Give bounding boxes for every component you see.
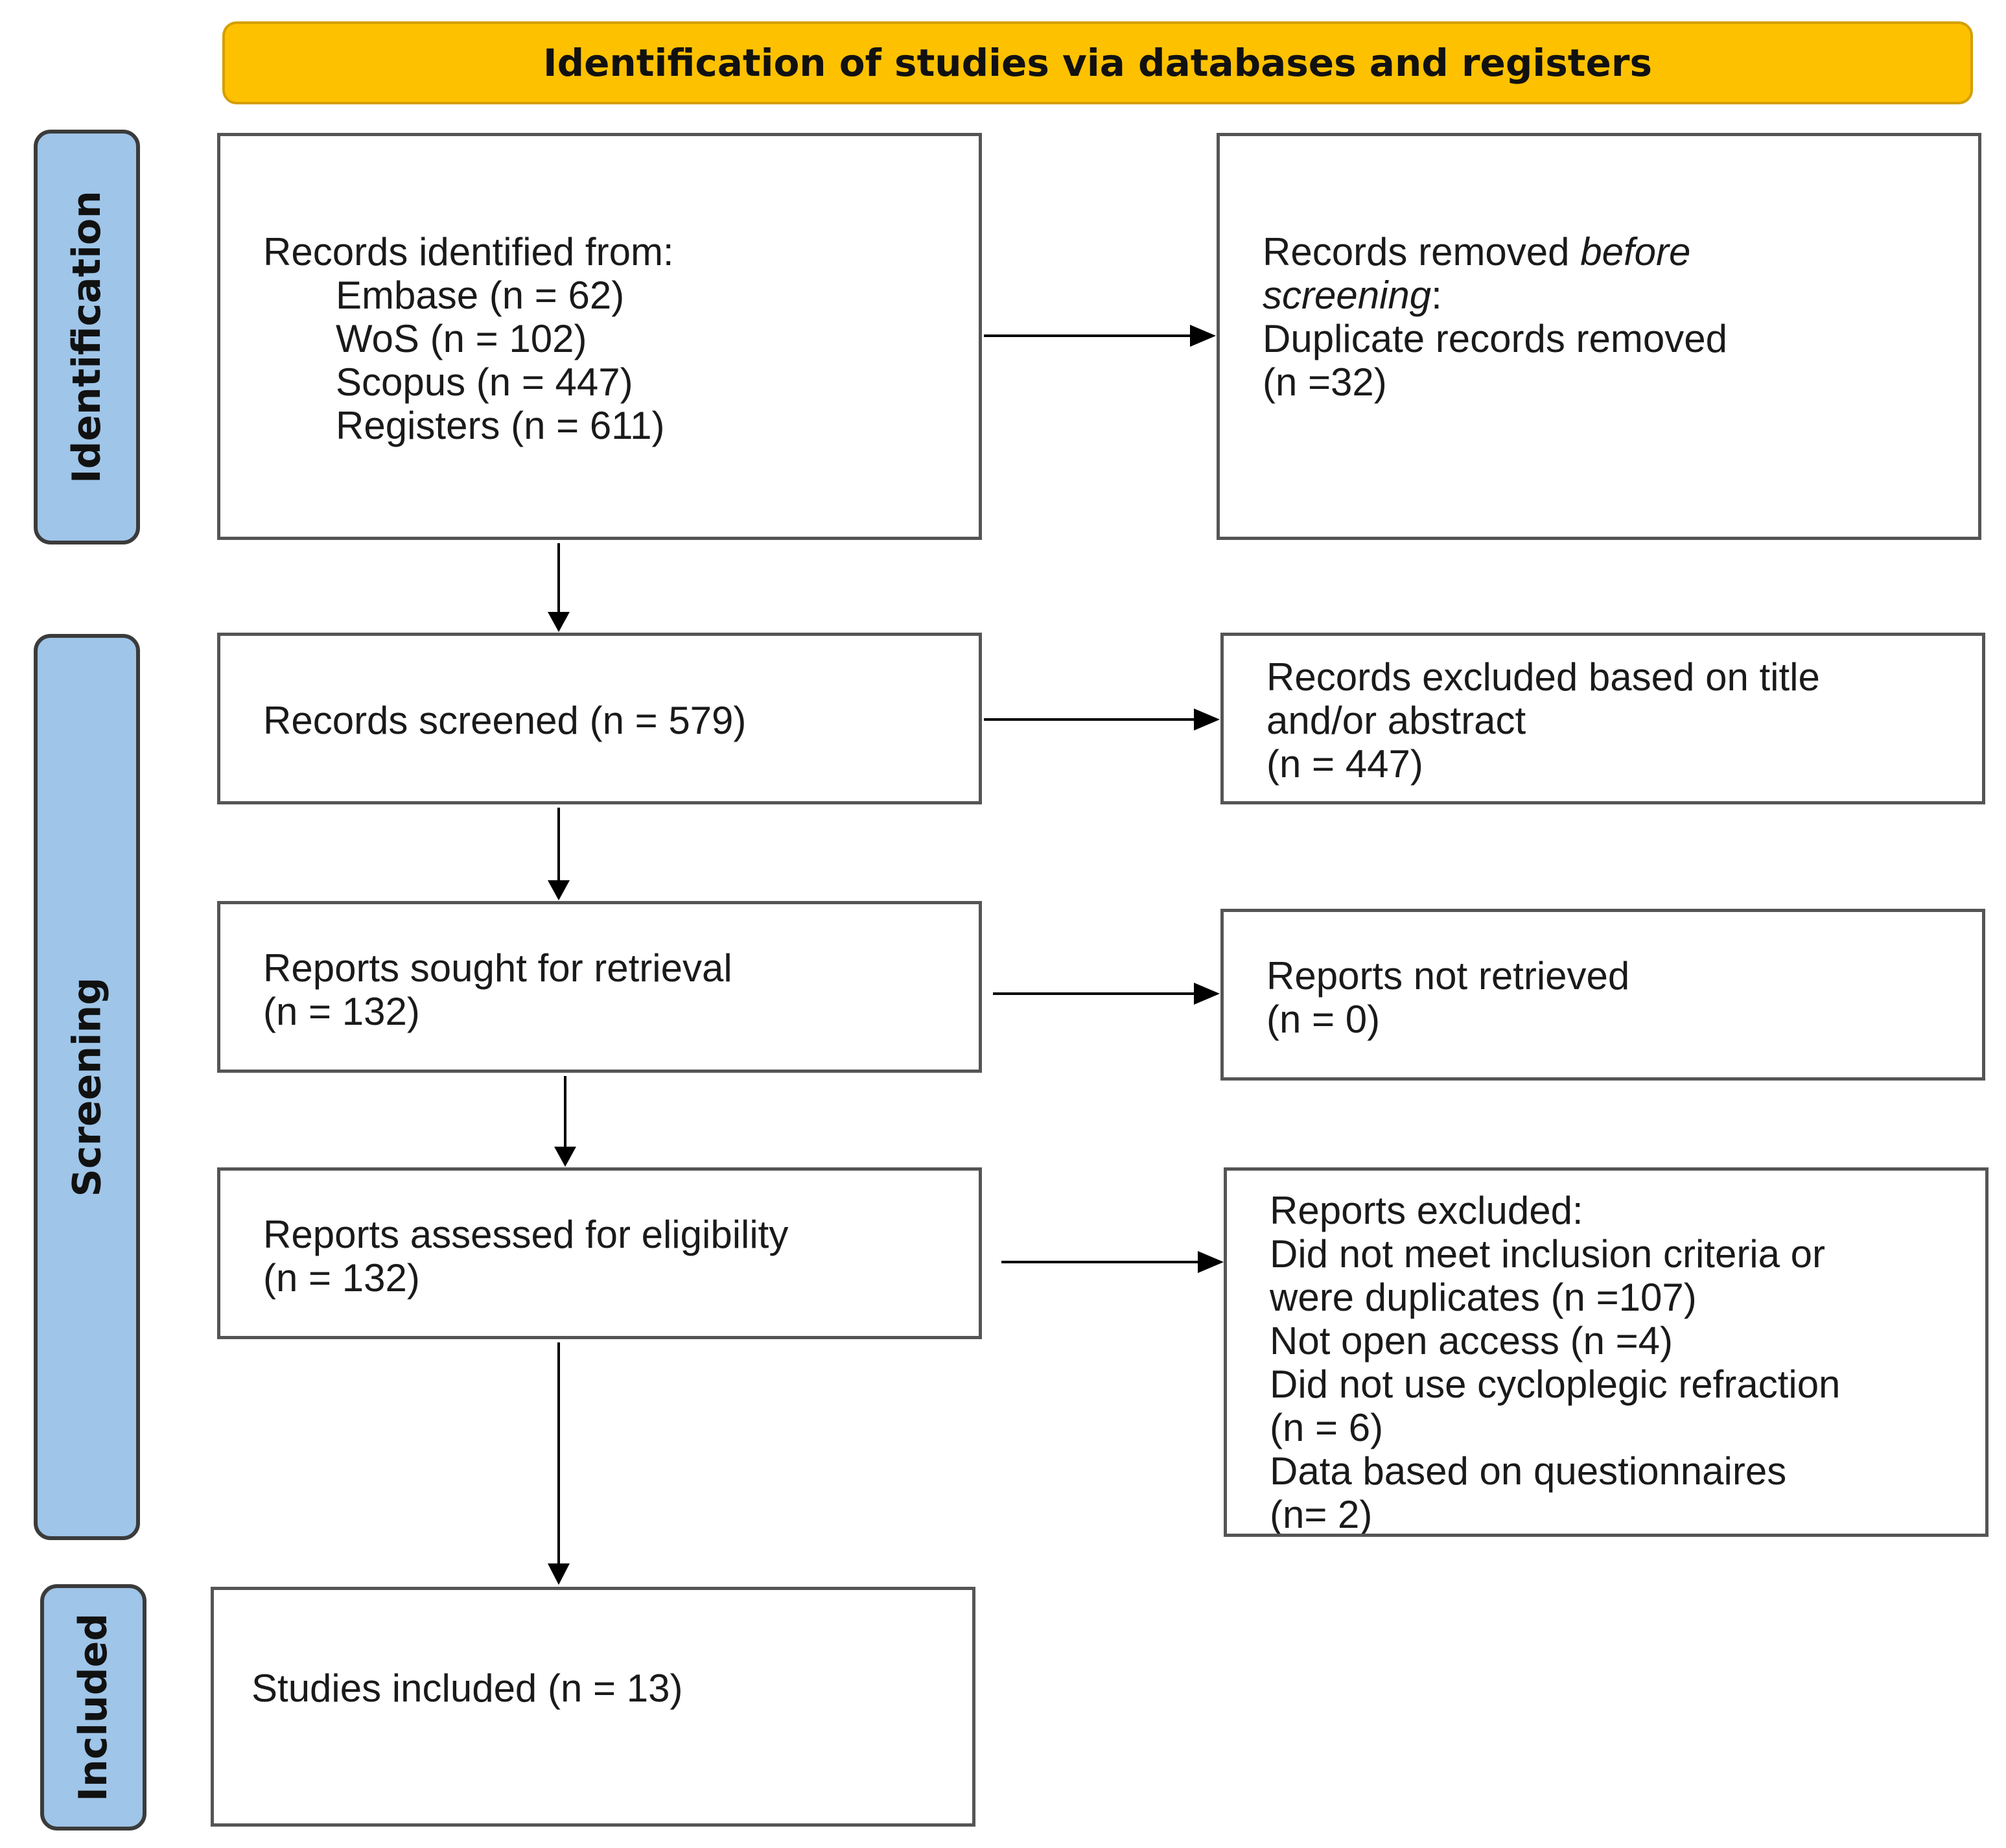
reports-assessed-box: Reports assessed for eligibility (n = 13… [217, 1167, 982, 1339]
source-registers: Registers (n = 611) [336, 404, 665, 447]
studies-included-text: Studies included (n = 13) [251, 1667, 683, 1710]
studies-included-box: Studies included (n = 13) [211, 1587, 975, 1827]
removed-line-4: (n =32) [1263, 360, 1387, 404]
excluded-title-line-3: (n = 447) [1266, 742, 1423, 786]
removed-before-italic: before [1580, 230, 1691, 274]
assessed-line-1: Reports assessed for eligibility [263, 1213, 789, 1256]
reports-excluded-line-5: Did not use cycloplegic refraction [1270, 1363, 1841, 1406]
assessed-line-2: (n = 132) [263, 1256, 420, 1300]
records-screened-box: Records screened (n = 579) [217, 633, 982, 804]
reports-excluded-line-6: (n = 6) [1270, 1406, 1384, 1449]
arrowhead-sought [548, 880, 570, 900]
source-embase: Embase (n = 62) [336, 274, 625, 317]
not-retrieved-line-2: (n = 0) [1266, 998, 1381, 1041]
diagram-header: Identification of studies via databases … [222, 21, 1973, 104]
reports-excluded-line-8: (n= 2) [1270, 1493, 1373, 1536]
reports-excluded-line-1: Reports excluded: [1270, 1189, 1583, 1232]
arrowhead-removed [1190, 325, 1216, 347]
arrowhead-reports-excluded [1198, 1251, 1224, 1273]
excluded-title-line-1: Records excluded based on title [1266, 655, 1820, 699]
reports-excluded-line-4: Not open access (n =4) [1270, 1319, 1674, 1363]
records-screened-text: Records screened (n = 579) [263, 699, 747, 742]
removed-line-3: Duplicate records removed [1263, 317, 1727, 360]
removed-line-1: Records removed before [1263, 230, 1978, 274]
reports-excluded-line-3: were duplicates (n =107) [1270, 1276, 1697, 1319]
records-excluded-box: Records excluded based on title and/or a… [1220, 633, 1985, 804]
sought-line-2: (n = 132) [263, 990, 420, 1033]
source-wos: WoS (n = 102) [336, 317, 587, 360]
source-scopus: Scopus (n = 447) [336, 360, 633, 404]
records-identified-box: Records identified from: Embase (n = 62)… [217, 133, 982, 540]
phase-label-included: Included [40, 1584, 146, 1830]
records-removed-box: Records removed before screening: Duplic… [1217, 133, 1981, 540]
sought-line-1: Reports sought for retrieval [263, 946, 732, 990]
not-retrieved-line-1: Reports not retrieved [1266, 954, 1630, 998]
arrowhead-not-retrieved [1194, 983, 1220, 1005]
phase-label-screening: Screening [34, 634, 140, 1540]
removed-line-2: screening: [1263, 274, 1978, 317]
excluded-title-line-2: and/or abstract [1266, 699, 1526, 742]
arrowhead-excluded-title [1194, 708, 1220, 731]
arrowhead-included [548, 1563, 570, 1585]
removed-colon: : [1431, 274, 1442, 317]
removed-screening-italic: screening [1263, 274, 1432, 317]
arrowhead-screened [548, 612, 570, 632]
reports-excluded-line-7: Data based on questionnaires [1270, 1449, 1787, 1493]
reports-excluded-box: Reports excluded: Did not meet inclusion… [1224, 1167, 1989, 1537]
reports-sought-box: Reports sought for retrieval (n = 132) [217, 901, 982, 1073]
removed-prefix: Records removed [1263, 230, 1581, 274]
reports-not-retrieved-box: Reports not retrieved (n = 0) [1220, 909, 1985, 1081]
reports-excluded-line-2: Did not meet inclusion criteria or [1270, 1232, 1826, 1276]
arrowhead-assessed [554, 1147, 576, 1167]
header-title: Identification of studies via databases … [543, 41, 1652, 85]
phase-label-identification: Identification [34, 130, 140, 544]
records-identified-title: Records identified from: [263, 230, 674, 274]
